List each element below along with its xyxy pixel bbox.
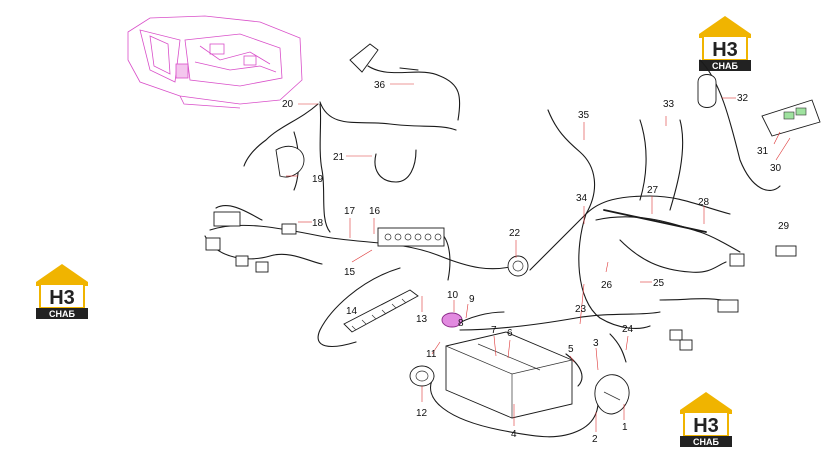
callout-2: 2 [592, 434, 598, 445]
battery-ground-cable [430, 375, 599, 438]
master-switch [441, 312, 463, 328]
callout-15: 15 [344, 267, 356, 278]
callout-10: 10 [447, 290, 459, 301]
relay-strip [343, 289, 419, 333]
callout-25: 25 [653, 278, 665, 289]
main-harness [204, 205, 516, 281]
logo-mark: H3 [49, 287, 75, 309]
callout-14: 14 [346, 306, 358, 317]
brand-logo-left: H3 СНАБ [32, 262, 92, 320]
callout-3: 3 [593, 338, 599, 349]
logo-mark: H3 [693, 415, 719, 437]
callout-36: 36 [374, 80, 386, 91]
callout-32: 32 [737, 93, 749, 104]
callout-4: 4 [511, 429, 517, 440]
callout-23: 23 [575, 304, 587, 315]
logo-word: СНАБ [49, 309, 75, 319]
leader-lines [286, 83, 791, 432]
loop-wire [317, 267, 401, 347]
power-socket [507, 255, 529, 277]
connector-29 [775, 245, 797, 257]
callout-19: 19 [312, 174, 324, 185]
callout-11: 11 [426, 349, 437, 360]
callout-24: 24 [622, 324, 634, 335]
callout-27: 27 [647, 185, 659, 196]
horn [409, 365, 435, 387]
dome-light [349, 43, 461, 121]
callout-17: 17 [344, 206, 356, 217]
logo-word: СНАБ [693, 437, 719, 447]
callout-28: 28 [698, 197, 710, 208]
fuse-block [377, 227, 445, 247]
brand-logo-bottom-right: H3 СНАБ [676, 390, 736, 448]
callout-31: 31 [757, 146, 769, 157]
callout-9: 9 [469, 294, 475, 305]
callout-labels: 1 2 3 4 5 6 7 8 9 10 11 12 13 14 15 16 1… [282, 80, 790, 445]
upper-harness [243, 101, 457, 233]
callout-8: 8 [458, 318, 464, 329]
callout-16: 16 [369, 206, 381, 217]
callout-5: 5 [568, 344, 574, 355]
callout-26: 26 [601, 280, 613, 291]
callout-1: 1 [622, 422, 628, 433]
callout-13: 13 [416, 314, 428, 325]
callout-18: 18 [312, 218, 324, 229]
callout-7: 7 [491, 325, 497, 336]
right-harness [529, 59, 781, 363]
callout-20: 20 [282, 99, 294, 110]
callout-35: 35 [578, 110, 590, 121]
cab-inset-illustration [127, 15, 303, 109]
callout-21: 21 [333, 152, 345, 163]
callout-30: 30 [770, 163, 782, 174]
callout-12: 12 [416, 408, 428, 419]
callout-29: 29 [778, 221, 790, 232]
logo-word: СНАБ [712, 61, 738, 71]
callout-33: 33 [663, 99, 675, 110]
logo-mark: H3 [712, 39, 738, 61]
callout-34: 34 [576, 193, 588, 204]
cable-5 [565, 353, 583, 387]
callout-6: 6 [507, 328, 513, 339]
switch-32 [697, 74, 717, 108]
logo-roof [699, 16, 751, 38]
callout-22: 22 [509, 228, 521, 239]
harness-23 [459, 311, 661, 331]
brand-logo-top-right: H3 СНАБ [695, 14, 755, 72]
battery-pack [445, 331, 573, 419]
starter-relay [594, 374, 630, 415]
